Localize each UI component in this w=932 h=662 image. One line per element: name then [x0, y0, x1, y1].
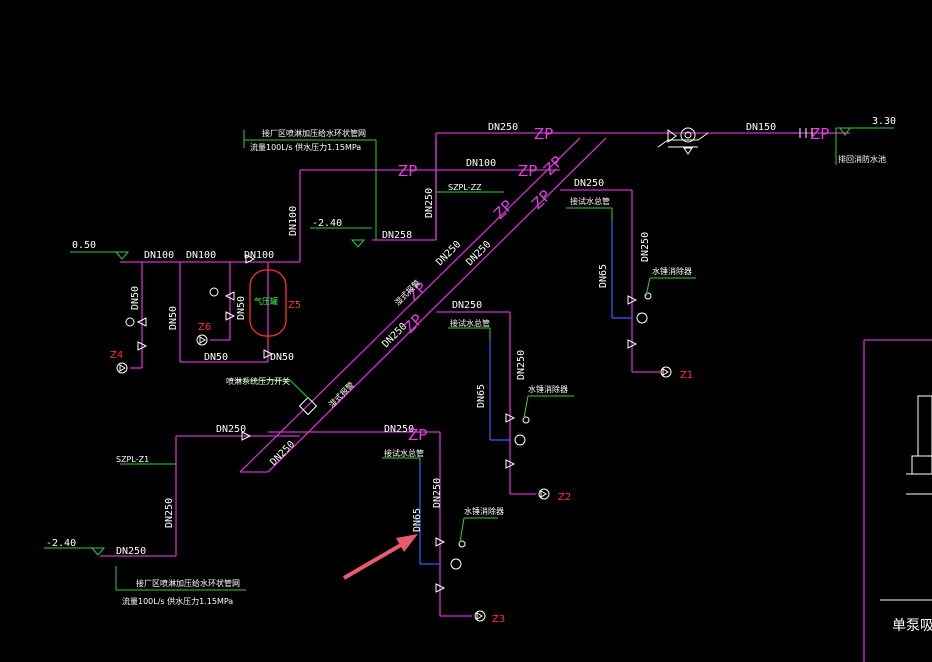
label-dn65-z2: DN65 — [476, 384, 487, 408]
right-equipment-outline — [863, 339, 932, 662]
label-dn100-left1: DN100 — [144, 250, 174, 261]
note-hammer-z3: 水锤消除器 — [464, 506, 504, 516]
note-test-z2: 接试水总管 — [450, 318, 490, 328]
note-test-z1: 接试水总管 — [570, 196, 610, 206]
label-dn100-mid: DN100 — [466, 158, 496, 169]
zp-marks: ZP ZP ZP ZP ZP ZP ZP ZP ZP ZP — [398, 125, 829, 444]
zp-mark: ZP — [528, 186, 554, 212]
z3-branch — [419, 432, 486, 622]
label-dn100-left3: DN100 — [244, 250, 274, 261]
label-dn65-z3: DN65 — [412, 508, 423, 532]
label-dn250-vert-a: DN250 — [424, 188, 435, 218]
elevation-markers — [90, 127, 851, 556]
label-dn100-left2: DN100 — [186, 250, 216, 261]
zone-id-z5: Z5 — [288, 300, 301, 311]
pressure-tank — [249, 262, 287, 345]
left-valves — [116, 254, 274, 374]
label-dn250-z3-vert: DN250 — [432, 478, 443, 508]
note-pressure-switch: 喷淋系统压力开关 — [226, 376, 290, 386]
zone-id-z2: Z2 — [558, 492, 571, 503]
zp-mark: ZP — [540, 152, 566, 178]
zp-mark: ZP — [408, 426, 427, 444]
zone-id-z4: Z4 — [110, 350, 123, 361]
zone-id-z1: Z1 — [680, 370, 693, 381]
left-pipes — [70, 251, 300, 369]
zone-id-z3: Z3 — [492, 614, 505, 625]
zone-id-z6: Z6 — [198, 322, 211, 333]
note-tank: 气压罐 — [254, 296, 278, 306]
label-dn65-z1: DN65 — [598, 264, 609, 288]
zp-mark: ZP — [810, 125, 829, 143]
label-dn250-z1: DN250 — [574, 178, 604, 189]
label-dn50-a: DN50 — [130, 286, 141, 310]
label-dn100-vert: DN100 — [288, 206, 299, 236]
elevation-left: 0.50 — [72, 240, 96, 251]
label-szpl-z1: SZPL-Z1 — [116, 455, 149, 464]
label-dn250-z1-vert: DN250 — [640, 232, 651, 262]
elevation-right: 3.30 — [872, 116, 896, 127]
label-szpl-zz: SZPL-ZZ — [448, 183, 482, 192]
label-dn258: DN258 — [382, 230, 412, 241]
label-dn250-z2: DN250 — [452, 300, 482, 311]
z2-branch — [436, 311, 550, 500]
label-dn250-z3: DN250 — [384, 424, 414, 435]
label-dn50-c: DN50 — [236, 296, 247, 320]
note-test-z3: 接试水总管 — [384, 448, 424, 458]
label-dn250-top: DN250 — [488, 122, 518, 133]
note-pool: 排回消防水池 — [838, 154, 886, 164]
label-dn250-diag-bottom: DN250 — [268, 439, 297, 468]
top-valve-group — [657, 127, 813, 155]
elevation-labels: 3.30 0.50 -2.40 -2.40 — [46, 116, 896, 549]
zp-mark: ZP — [534, 125, 553, 143]
label-dn150: DN150 — [746, 122, 776, 133]
label-dn50-e: DN50 — [270, 352, 294, 363]
note-bottom-line1: 接厂区喷淋加压给水环状管网 — [136, 578, 240, 588]
label-dn50-b: DN50 — [168, 306, 179, 330]
zp-mark: ZP — [518, 162, 537, 180]
zp-mark: ZP — [490, 196, 516, 222]
elevation-mid: -2.40 — [312, 218, 342, 229]
note-top-line2: 流量100L/s 供水压力1.15MPa — [250, 142, 361, 152]
elevation-bottom: -2.40 — [46, 538, 76, 549]
note-top-line1: 接厂区喷淋加压给水环状管网 — [262, 128, 366, 138]
note-bottom-right: 单泵吸 — [892, 618, 932, 634]
pipe-size-labels: DN250 DN150 DN100 DN100 DN100 DN100 DN10… — [116, 122, 776, 557]
top-header-pipes — [299, 132, 850, 262]
label-dn250-diag1: DN250 — [434, 239, 463, 268]
note-diag-b: 湿式报警 — [326, 380, 356, 410]
notes: 接厂区喷淋加压给水环状管网 流量100L/s 供水压力1.15MPa 接厂区喷淋… — [122, 128, 932, 634]
annotation-leaders — [115, 127, 894, 591]
label-dn250-lower-vert: DN250 — [164, 498, 175, 528]
label-dn250-bottom: DN250 — [116, 546, 146, 557]
note-bottom-line2: 流量100L/s 供水压力1.15MPa — [122, 596, 233, 606]
label-dn250-z2-vert: DN250 — [516, 350, 527, 380]
note-hammer-z2: 水锤消除器 — [528, 384, 568, 394]
zp-mark: ZP — [398, 162, 417, 180]
z1-branch — [560, 189, 672, 378]
pressure-switch-symbol — [298, 396, 318, 416]
label-dn250-lower: DN250 — [216, 424, 246, 435]
pointer-arrow — [342, 534, 418, 580]
bottom-left-pipes — [44, 431, 440, 557]
label-dn50-d: DN50 — [204, 352, 228, 363]
zone-ids: Z1 Z2 Z3 Z4 Z5 Z6 — [110, 300, 693, 625]
note-hammer-z1: 水锤消除器 — [652, 266, 692, 276]
